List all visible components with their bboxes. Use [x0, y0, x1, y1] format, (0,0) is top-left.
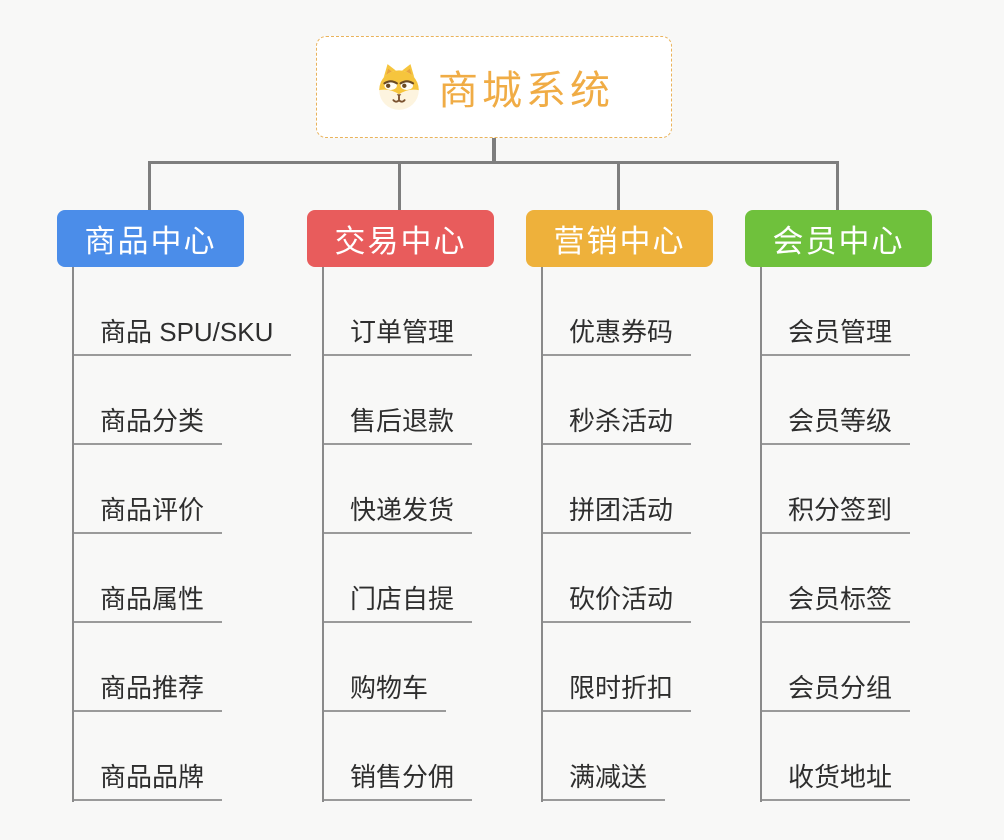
topic-node[interactable]: 拼团活动	[541, 496, 692, 534]
topic-node[interactable]: 会员等级	[760, 407, 911, 445]
topic-node[interactable]: 会员标签	[760, 585, 911, 623]
connector-spine	[322, 267, 324, 802]
topic-node[interactable]: 会员分组	[760, 674, 911, 712]
topic-node[interactable]: 商品属性	[72, 585, 223, 623]
topic-node[interactable]: 商品 SPU/SKU	[72, 318, 292, 356]
topic-node[interactable]: 砍价活动	[541, 585, 692, 623]
topic-node[interactable]: 订单管理	[322, 318, 473, 356]
connector-branch-stem	[836, 161, 839, 210]
branch-node-member-center[interactable]: 会员中心	[745, 210, 932, 267]
topic-node[interactable]: 满减送	[541, 763, 666, 801]
topic-node[interactable]: 收货地址	[760, 763, 911, 801]
branch-node-product-center[interactable]: 商品中心	[57, 210, 244, 267]
connector-root-stem	[492, 138, 496, 163]
topic-node[interactable]: 商品评价	[72, 496, 223, 534]
connector-branch-stem	[148, 161, 151, 210]
branch-label: 会员中心	[772, 224, 905, 259]
topic-node[interactable]: 商品分类	[72, 407, 223, 445]
branch-node-trade-center[interactable]: 交易中心	[307, 210, 494, 267]
connector-branch-stem	[617, 161, 620, 210]
topic-node[interactable]: 快递发货	[322, 496, 473, 534]
connector-spine	[72, 267, 74, 802]
topic-node[interactable]: 秒杀活动	[541, 407, 692, 445]
topic-node[interactable]: 商品品牌	[72, 763, 223, 801]
topic-node[interactable]: 限时折扣	[541, 674, 692, 712]
connector-branch-stem	[398, 161, 401, 210]
topic-node[interactable]: 售后退款	[322, 407, 473, 445]
branch-children-product-center: 商品 SPU/SKU 商品分类 商品评价 商品属性 商品推荐 商品品牌	[72, 267, 302, 802]
topic-node[interactable]: 会员管理	[760, 318, 911, 356]
root-topic-label: 商城系统	[438, 69, 614, 113]
topic-node[interactable]: 购物车	[322, 674, 447, 712]
branch-children-marketing-center: 优惠券码 秒杀活动 拼团活动 砍价活动 限时折扣 满减送	[541, 267, 771, 802]
branch-label: 营销中心	[553, 224, 686, 259]
branch-children-member-center: 会员管理 会员等级 积分签到 会员标签 会员分组 收货地址	[760, 267, 990, 802]
branch-label: 商品中心	[84, 224, 217, 259]
branch-label: 交易中心	[334, 224, 467, 259]
connector-spine	[541, 267, 543, 802]
root-topic-node[interactable]: 商城系统	[316, 36, 672, 138]
dog-face-icon	[379, 64, 419, 110]
connector-horizontal-bar	[148, 161, 838, 164]
topic-node[interactable]: 销售分佣	[322, 763, 473, 801]
topic-node[interactable]: 优惠券码	[541, 318, 692, 356]
topic-node[interactable]: 积分签到	[760, 496, 911, 534]
topic-node[interactable]: 门店自提	[322, 585, 473, 623]
branch-node-marketing-center[interactable]: 营销中心	[526, 210, 713, 267]
topic-node[interactable]: 商品推荐	[72, 674, 223, 712]
connector-spine	[760, 267, 762, 802]
branch-children-trade-center: 订单管理 售后退款 快递发货 门店自提 购物车 销售分佣	[322, 267, 552, 802]
